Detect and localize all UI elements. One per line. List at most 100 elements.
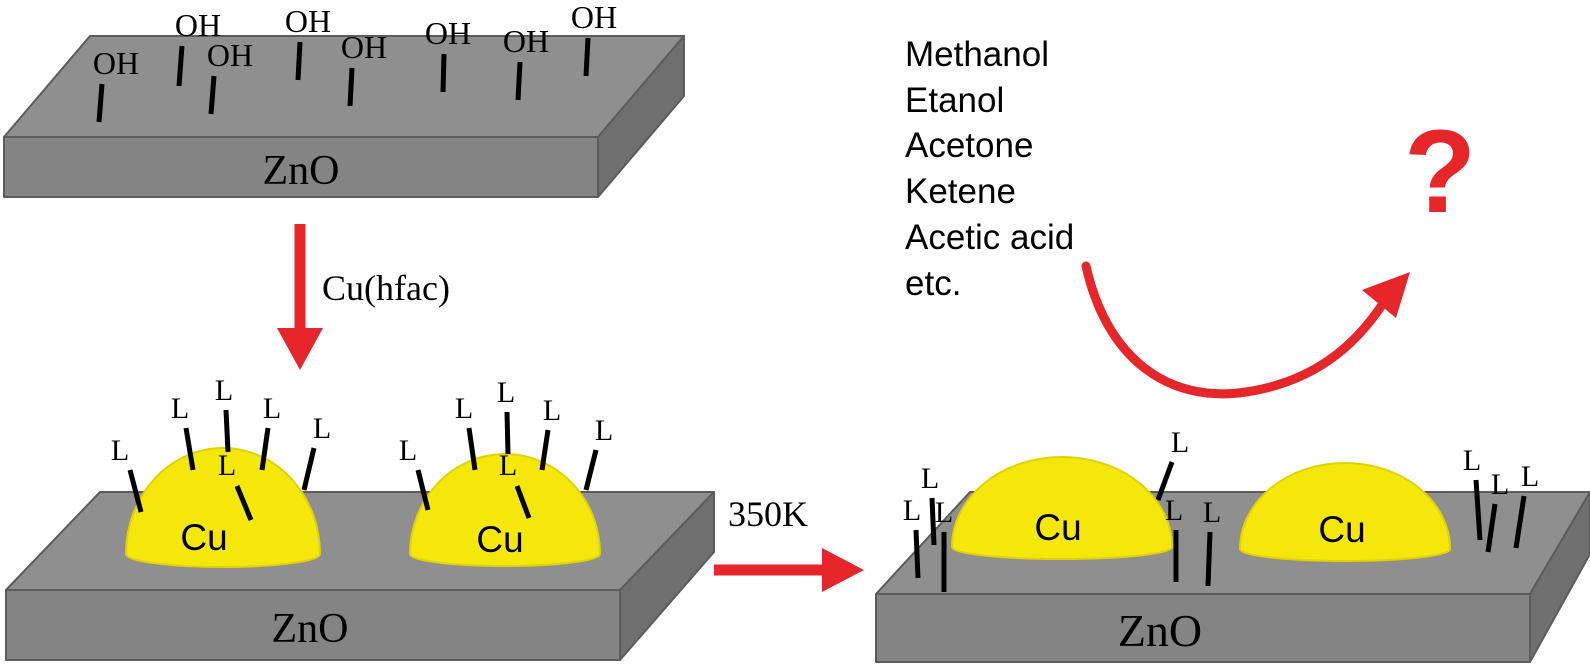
cu-nanoparticle: L L L L L L Cu: [111, 374, 331, 568]
bond-stick: [176, 45, 185, 87]
ligand-stick: [1485, 503, 1498, 553]
cu-dome: [124, 447, 322, 568]
ligand-label: L: [1491, 468, 1509, 501]
ligand-stick: [301, 447, 317, 491]
zno-label: ZnO: [272, 606, 349, 652]
product-line: Methanol: [905, 35, 1049, 74]
arrow-head: [1362, 272, 1410, 318]
slab-top-face: [5, 491, 715, 591]
zno-label: ZnO: [263, 148, 340, 194]
ligand-label: L: [1521, 460, 1539, 493]
cu-label: Cu: [1318, 509, 1365, 550]
surface-ligand-group: L L L: [1155, 426, 1221, 587]
desorbed-products-list: Methanol Etanol Acetone Ketene Acetic ac…: [905, 35, 1074, 303]
ligand-stick: [913, 529, 921, 579]
ligand-stick: [223, 409, 231, 453]
ligand-stick: [466, 427, 478, 471]
ligand-stick: [514, 485, 532, 519]
ligand-label: L: [455, 392, 473, 425]
bond-stick: [208, 75, 217, 115]
ligand-label: L: [1203, 496, 1221, 529]
ligand-label: L: [215, 374, 233, 407]
hydroxyl-label: OH: [207, 37, 253, 73]
ligand-stick: [259, 427, 271, 471]
product-line: Etanol: [905, 81, 1004, 120]
ligand-label: L: [1463, 444, 1481, 477]
hydroxyl-label: OH: [503, 23, 549, 59]
hydroxyl-group: OH: [571, 0, 617, 77]
ligand-label: L: [171, 392, 189, 425]
ligand-stick: [1513, 495, 1527, 549]
zno-label: ZnO: [1118, 605, 1202, 656]
ligand-stick: [929, 497, 937, 546]
cu-dome: [408, 453, 602, 567]
cu-nanoparticle: Cu: [1238, 462, 1452, 562]
ligand-stick: [539, 429, 551, 471]
arrow-head: [822, 548, 864, 592]
ligand-label: L: [313, 412, 331, 445]
slab-front-face: [3, 136, 599, 198]
hydroxyl-group: OH: [503, 23, 549, 101]
ligand-label: L: [595, 414, 613, 447]
reaction-arrow-right: 350K: [714, 494, 864, 592]
slab-front-face: [5, 589, 621, 661]
hydroxyl-label: OH: [175, 7, 221, 43]
question-mark: ?: [1404, 106, 1476, 238]
cu-label: Cu: [476, 519, 523, 560]
ligand-label: L: [935, 496, 953, 529]
hydroxyl-group: OH: [207, 37, 253, 115]
ligand-stick: [504, 411, 511, 455]
hydroxyl-group: OH: [175, 7, 221, 87]
ligand-stick: [234, 485, 254, 521]
cu-dome: [950, 456, 1174, 560]
hydroxyl-group: OH: [425, 15, 471, 93]
bond-stick: [440, 53, 447, 93]
hydroxyl-label: OH: [571, 0, 617, 35]
ligand-label: L: [1171, 426, 1189, 459]
hydroxyl-group: OH: [285, 3, 331, 81]
desorption-arrow: [1081, 261, 1410, 399]
ligand-stick: [1155, 461, 1175, 501]
ligand-stick: [415, 469, 431, 511]
surface-ligand-group: L L L: [903, 462, 953, 592]
cu-nanoparticle: L L L L L L Cu: [399, 376, 613, 567]
slab-cu-after-anneal: ZnO Cu Cu L L L L L L: [875, 426, 1590, 663]
hydroxyl-group: OH: [93, 45, 139, 123]
hydroxyl-label: OH: [425, 15, 471, 51]
arrow-head: [277, 328, 323, 370]
product-line: etc.: [905, 264, 961, 303]
bond-stick: [515, 61, 523, 101]
cu-dome: [1238, 462, 1452, 562]
temperature-label: 350K: [728, 494, 808, 534]
ligand-label: L: [903, 494, 921, 527]
slab-cu-with-ligands: ZnO L L L L L L Cu L L L: [5, 374, 715, 661]
bond-stick: [583, 37, 591, 77]
ligand-label: L: [499, 449, 517, 482]
ligand-stick: [1473, 479, 1483, 541]
cu-hfac-label: Cu(hfac): [322, 268, 450, 308]
ligand-stick: [183, 427, 196, 471]
cu-label: Cu: [180, 517, 227, 558]
ligand-stick: [583, 449, 599, 491]
ligand-stick: [127, 469, 144, 513]
arrow-curve: [1081, 261, 1389, 399]
hydroxyl-group: OH: [341, 29, 387, 107]
product-line: Acetic acid: [905, 218, 1074, 257]
ligand-label: L: [399, 434, 417, 467]
product-line: Ketene: [905, 172, 1016, 211]
bond-stick: [347, 67, 355, 107]
slab-front-face: [875, 593, 1531, 663]
ligand-label: L: [497, 376, 515, 409]
ligand-label: L: [543, 394, 561, 427]
reaction-arrow-down: Cu(hfac): [277, 224, 450, 370]
ligand-label: L: [1165, 494, 1183, 527]
hydroxyl-label: OH: [341, 29, 387, 65]
bond-stick: [295, 41, 303, 81]
ligand-label: L: [921, 462, 939, 495]
slab-hydroxylated-zno: ZnO OH OH OH OH OH OH OH: [3, 0, 685, 198]
bond-stick: [96, 83, 105, 123]
cu-label: Cu: [1034, 507, 1081, 548]
ligand-label: L: [218, 449, 236, 482]
